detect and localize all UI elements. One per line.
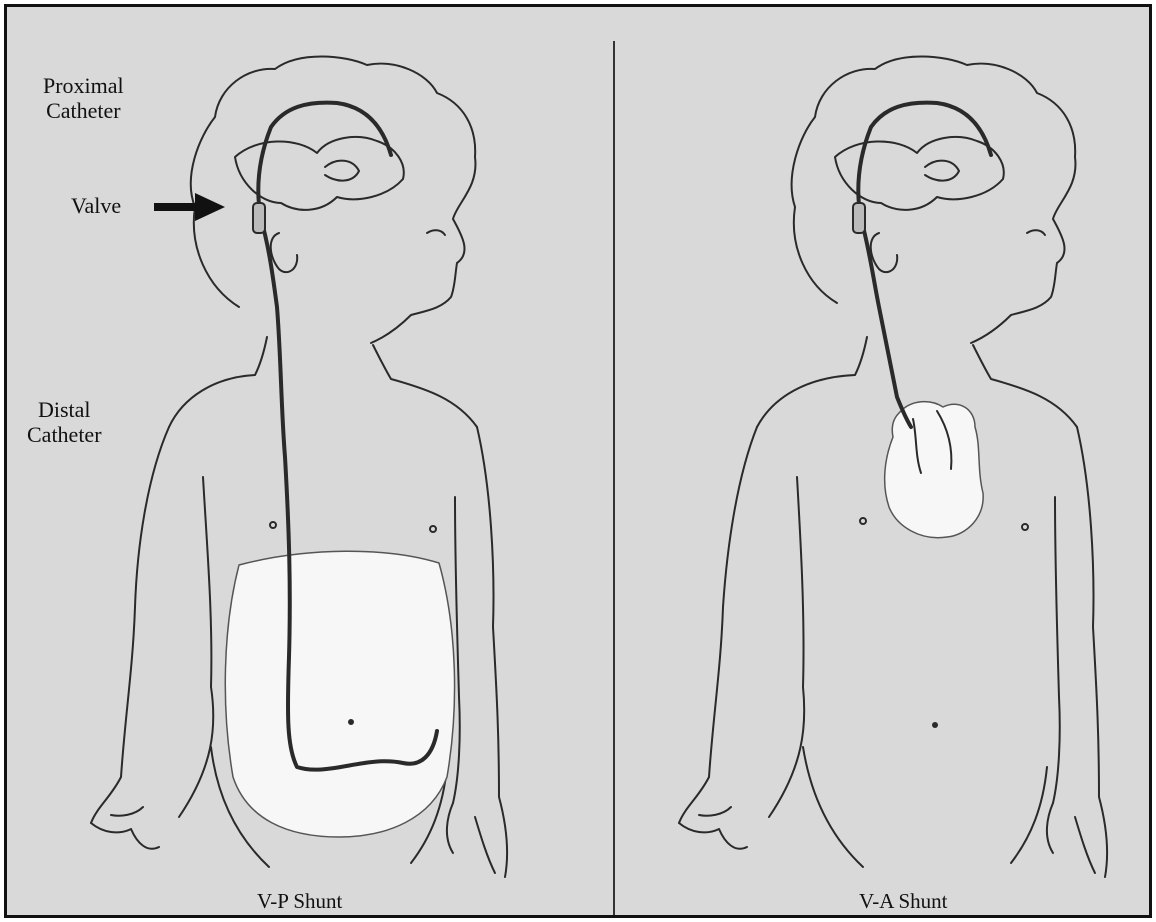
r-right-arm-inner <box>1053 497 1060 803</box>
va-catheter <box>858 103 991 427</box>
left-hair <box>191 57 475 308</box>
panel-divider <box>613 41 615 918</box>
right-ventricle-inner <box>925 161 959 181</box>
left-navel <box>348 719 354 725</box>
right-arm-outer <box>477 427 507 877</box>
right-valve-component <box>853 203 865 233</box>
r-right-arm-outer <box>1077 427 1107 877</box>
proximal-label-line1: Proximal <box>43 73 124 98</box>
left-ear <box>271 233 297 272</box>
valve-component <box>253 203 265 233</box>
right-hand <box>447 803 495 873</box>
left-neck-right <box>373 345 477 427</box>
right-face <box>971 157 1075 343</box>
right-navel <box>932 722 938 728</box>
arrow-right-icon <box>154 193 225 221</box>
left-face <box>371 157 475 343</box>
left-hand <box>91 807 159 849</box>
right-nipple-a <box>860 518 866 524</box>
r-left-arm-inner <box>769 477 804 817</box>
left-arm-inner <box>179 477 213 817</box>
illustration <box>7 7 1149 915</box>
left-nipple-b <box>430 526 436 532</box>
right-neck-left <box>757 337 867 427</box>
va-shunt-caption: V-A Shunt <box>859 889 948 914</box>
right-neck-right <box>973 345 1077 427</box>
r-left-arm-outer <box>679 427 757 823</box>
heart-highlight <box>885 402 984 538</box>
left-nipple-a <box>270 522 276 528</box>
r-left-hand <box>679 807 747 849</box>
left-arm-outer <box>91 427 169 823</box>
valve-label: Valve <box>71 193 121 218</box>
vp-shunt-caption: V-P Shunt <box>257 889 342 914</box>
abdomen-highlight <box>225 551 454 837</box>
r-right-hand <box>1047 803 1095 873</box>
distal-catheter-label: Distal Catheter <box>27 397 102 447</box>
left-eye <box>427 230 445 235</box>
left-neck-left <box>169 337 267 427</box>
right-hip <box>803 747 1047 867</box>
left-ventricle-inner <box>325 161 359 181</box>
right-ear <box>871 233 897 272</box>
distal-label-line1: Distal <box>27 397 102 422</box>
figure-frame: Proximal Catheter Valve Distal Catheter … <box>4 4 1152 918</box>
right-eye <box>1027 230 1045 235</box>
proximal-catheter-label: Proximal Catheter <box>43 73 124 123</box>
right-nipple-b <box>1022 524 1028 530</box>
proximal-label-line2: Catheter <box>43 98 124 123</box>
distal-label-line2: Catheter <box>27 422 102 447</box>
